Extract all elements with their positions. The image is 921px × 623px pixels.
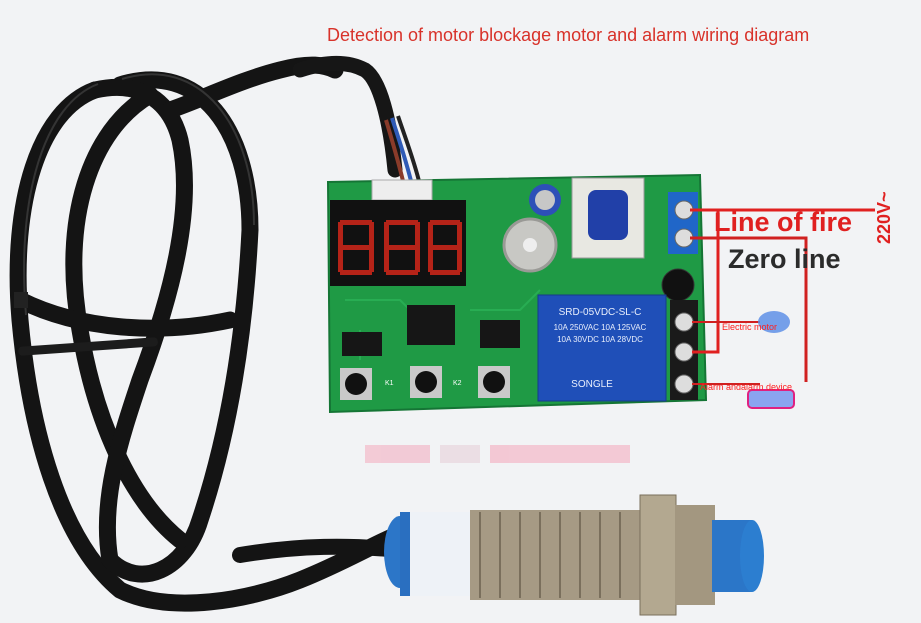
diagram-title: Detection of motor blockage motor and al… (327, 25, 810, 45)
svg-text:SONGLE: SONGLE (571, 379, 613, 390)
alarm-device-label: Alarm andalarm device (700, 382, 793, 392)
key1-label: K1 (385, 380, 394, 387)
control-board: SRD-05VDC-SL-C 10A 250VAC 10A 125VAC 10A… (326, 173, 708, 414)
proximity-sensor (232, 494, 764, 616)
alarm-icon (747, 389, 795, 409)
zero-line-label: Zero line (728, 244, 841, 274)
line-of-fire-label: Line of fire (714, 207, 853, 237)
terminal-block (668, 192, 698, 400)
voltage-label: 220V~ (874, 191, 894, 244)
seven-segment-display (330, 200, 466, 286)
svg-text:10A 250VAC 10A 125VAC: 10A 250VAC 10A 125VAC (554, 323, 647, 332)
sensor-cable (9, 56, 419, 612)
electric-motor-label: Electric motor (722, 322, 778, 332)
motor-icon (758, 311, 790, 333)
wiring-overlay (690, 208, 875, 385)
push-buttons (340, 366, 510, 400)
key2-label: K2 (453, 380, 462, 387)
relay: SRD-05VDC-SL-C 10A 250VAC 10A 125VAC 10A… (537, 294, 667, 402)
blurred-strip (365, 445, 630, 463)
svg-text:10A 30VDC 10A 28VDC: 10A 30VDC 10A 28VDC (557, 335, 643, 344)
svg-text:SRD-05VDC-SL-C: SRD-05VDC-SL-C (559, 307, 642, 318)
